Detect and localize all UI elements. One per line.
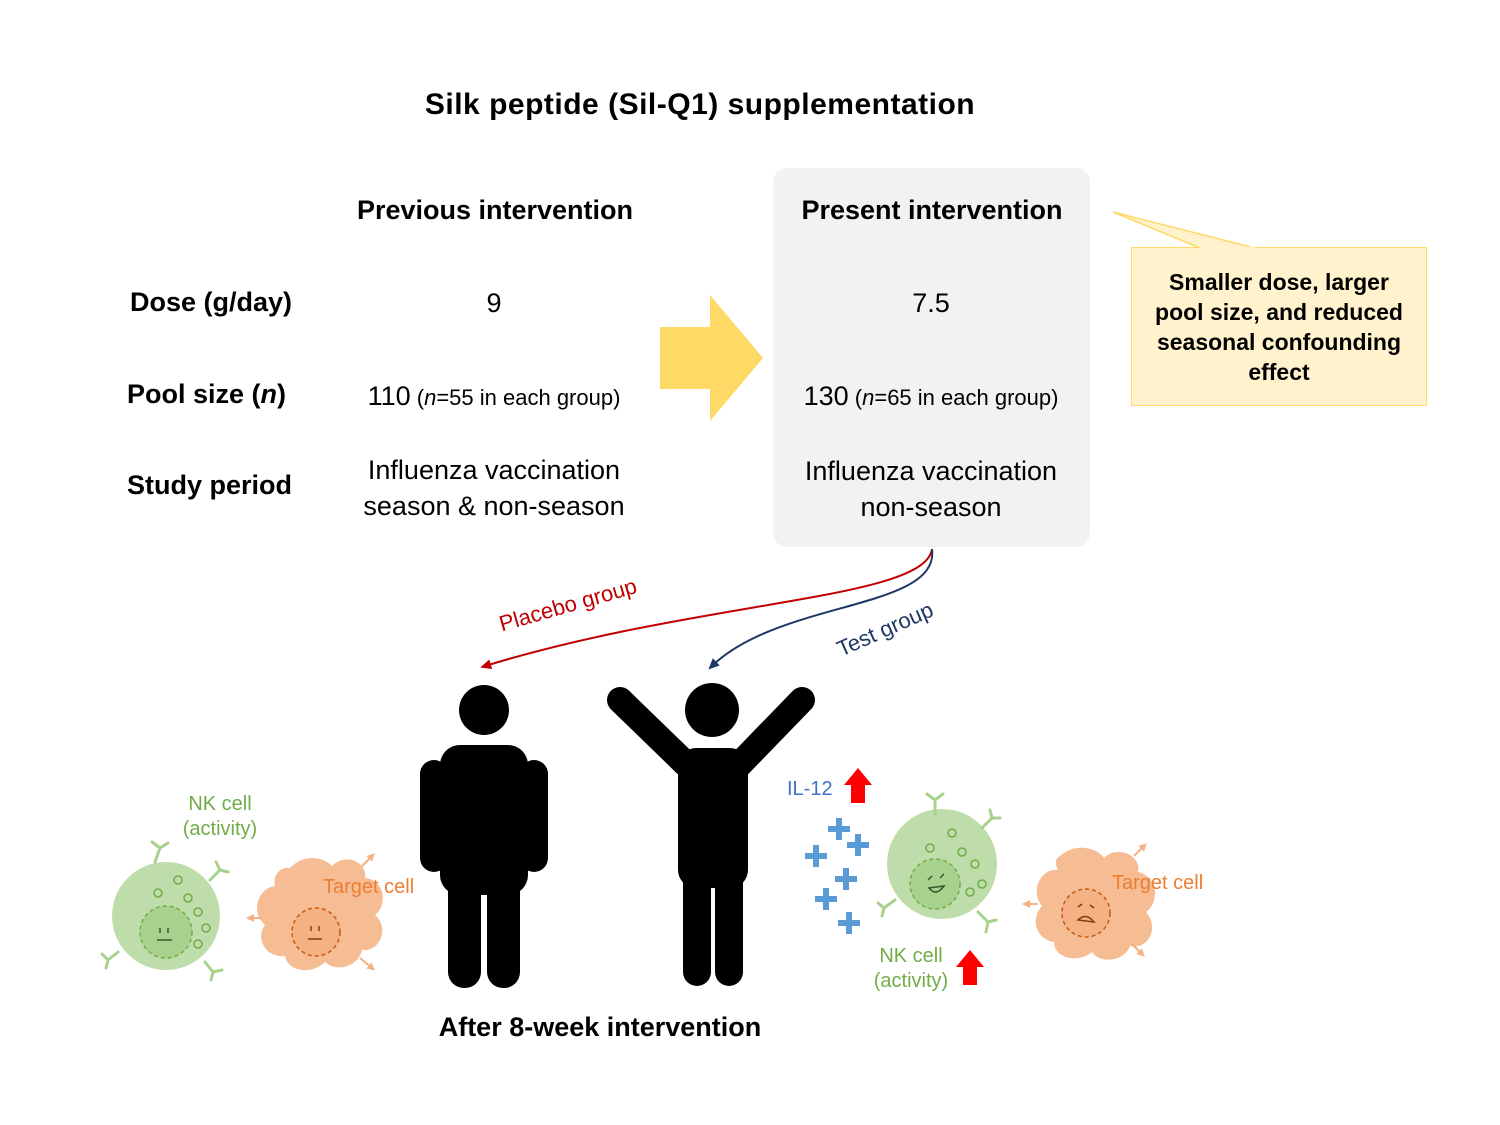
previous-dose: 9 (486, 288, 502, 318)
previous-pool-size: 110 (n=55 in each group) (367, 381, 621, 411)
present-pool-size: 130 (n=65 in each group) (803, 381, 1059, 411)
right-target-cell-icon (1022, 843, 1156, 960)
nk-activity-up-arrow-icon (956, 950, 984, 985)
cheering-person-icon (607, 683, 815, 986)
il12-label: IL-12 (787, 778, 833, 800)
present-study-period: Influenza vaccination non-season (804, 456, 1058, 522)
test-arrow (708, 548, 934, 670)
il12-up-arrow-icon (844, 768, 872, 803)
present-intervention-header: Present intervention (801, 195, 1063, 225)
dose-row-label: Dose (g/day) (129, 287, 292, 317)
left-target-cell-label: Target cell (323, 876, 415, 898)
il12-plus-icons (805, 818, 869, 934)
left-target-cell-icon (246, 853, 383, 971)
callout-box: Smaller dose, larger pool size, and redu… (1131, 247, 1427, 406)
pool-size-row-label: Pool size (n) (126, 379, 286, 409)
left-nk-cell-label: NK cell (activity) (182, 793, 258, 840)
previous-intervention-header: Previous intervention (356, 195, 634, 225)
placebo-arrow (480, 548, 933, 670)
big-arrow-icon (660, 295, 763, 421)
right-nk-cell-icon (876, 792, 1002, 934)
left-nk-cell-icon (100, 840, 230, 982)
standing-person-icon (420, 685, 548, 988)
study-period-row-label: Study period (126, 470, 292, 500)
callout-pointer (1112, 211, 1256, 249)
present-intervention-box (773, 168, 1090, 547)
footer-caption: After 8-week intervention (438, 1012, 762, 1042)
right-nk-cell-label: NK cell (activity) (873, 945, 949, 992)
present-dose: 7.5 (912, 288, 950, 318)
previous-study-period: Influenza vaccination season & non-seaso… (363, 455, 625, 521)
right-target-cell-label: Target cell (1112, 872, 1204, 894)
diagram-title: Silk peptide (Sil-Q1) supplementation (424, 88, 976, 121)
placebo-group-label: Placebo group (496, 573, 639, 636)
